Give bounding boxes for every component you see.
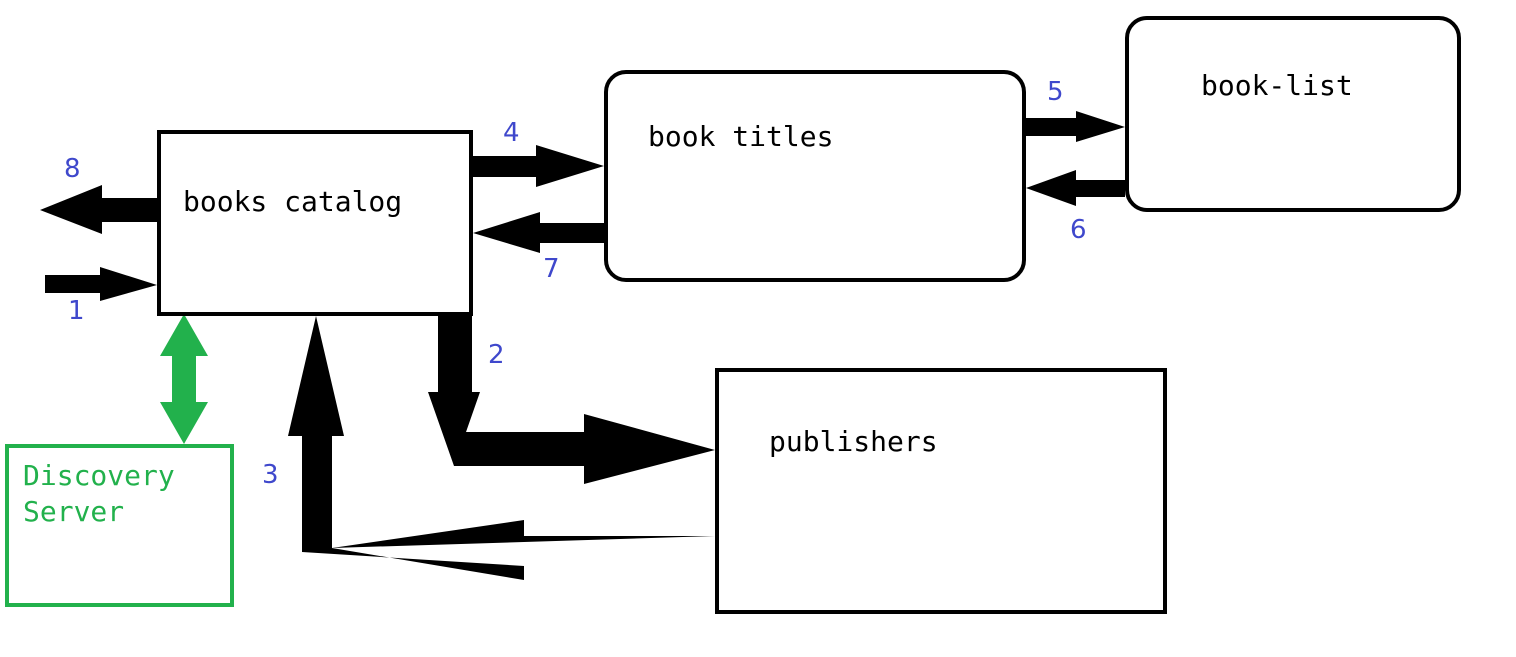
publishers-label: publishers bbox=[769, 425, 938, 458]
step-number-5: 5 bbox=[1047, 77, 1064, 107]
arrow-1 bbox=[45, 267, 157, 301]
step-number-8: 8 bbox=[64, 154, 81, 184]
book-titles-label: book titles bbox=[648, 120, 834, 153]
step-number-1: 1 bbox=[68, 296, 85, 326]
step-number-6: 6 bbox=[1070, 215, 1087, 245]
step-number-7: 7 bbox=[543, 254, 560, 284]
arrow-discovery bbox=[160, 314, 208, 444]
books-catalog-label: books catalog bbox=[183, 185, 403, 218]
arrow-7 bbox=[473, 212, 604, 253]
arrow-6 bbox=[1026, 170, 1125, 206]
step-number-3: 3 bbox=[262, 460, 279, 490]
book-titles-box: book titles bbox=[604, 70, 1026, 282]
books-catalog-box: books catalog bbox=[157, 130, 473, 316]
step-number-4: 4 bbox=[503, 118, 520, 148]
arrow-5 bbox=[1026, 111, 1125, 142]
arrow-4 bbox=[473, 145, 604, 187]
discovery-server-label: Discovery Server bbox=[23, 459, 175, 528]
arrow-8 bbox=[40, 185, 157, 234]
arrow-3 bbox=[288, 316, 715, 580]
book-list-box: book-list bbox=[1125, 16, 1461, 212]
step-number-2: 2 bbox=[488, 340, 505, 370]
discovery-server-box: Discovery Server bbox=[5, 444, 234, 607]
book-list-label: book-list bbox=[1201, 69, 1353, 102]
publishers-box: publishers bbox=[715, 368, 1167, 614]
arrow-2 bbox=[428, 316, 715, 484]
